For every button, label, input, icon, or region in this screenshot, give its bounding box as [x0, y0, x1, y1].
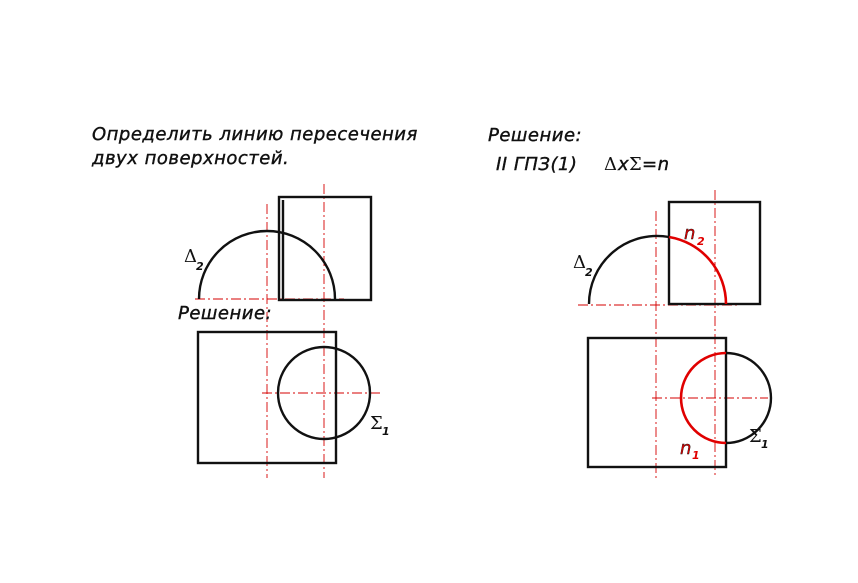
left-front-view [195, 184, 373, 478]
right-step-prefix: II ГПЗ(1) [496, 154, 577, 175]
right-step-x: x [617, 154, 629, 175]
task-line-1: Определить линию пересечения [92, 124, 418, 145]
left-sigma-index: 1 [382, 425, 390, 438]
right-front-intersection-curve [668, 235, 728, 305]
left-sigma-label: Σ [370, 413, 383, 434]
right-delta-index: 2 [585, 266, 593, 279]
right-step-sigma: Σ [629, 154, 642, 175]
left-solution-label: Решение: [178, 303, 272, 324]
right-front-semicircle-black [587, 234, 670, 305]
left-top-rect [196, 330, 338, 465]
left-top-circle [276, 345, 372, 441]
right-top-rect [586, 336, 728, 469]
right-top-intersection-arc [679, 351, 727, 445]
right-solution-heading: Решение: [488, 125, 582, 146]
left-top-view [196, 330, 382, 465]
right-front-rect [667, 200, 762, 306]
right-sigma-index: 1 [761, 438, 769, 451]
right-n2-index: 2 [697, 235, 705, 248]
right-front-view [578, 190, 762, 478]
right-n1-label: n [680, 438, 692, 459]
right-delta-label: Δ [573, 252, 586, 273]
right-n1-index: 1 [692, 449, 700, 462]
right-top-circle-outer-arc [725, 351, 773, 445]
left-delta-index: 2 [196, 260, 204, 273]
right-step-result: =n [642, 154, 670, 175]
left-delta-label: Δ [184, 246, 197, 267]
right-step-delta: Δ [604, 154, 617, 175]
right-sigma-label: Σ [749, 426, 762, 447]
right-n2-label: n [684, 223, 696, 244]
task-line-2: двух поверхностей. [91, 148, 289, 169]
left-front-rect [277, 195, 373, 302]
right-top-view [586, 336, 773, 469]
left-front-semicircle [197, 229, 337, 300]
